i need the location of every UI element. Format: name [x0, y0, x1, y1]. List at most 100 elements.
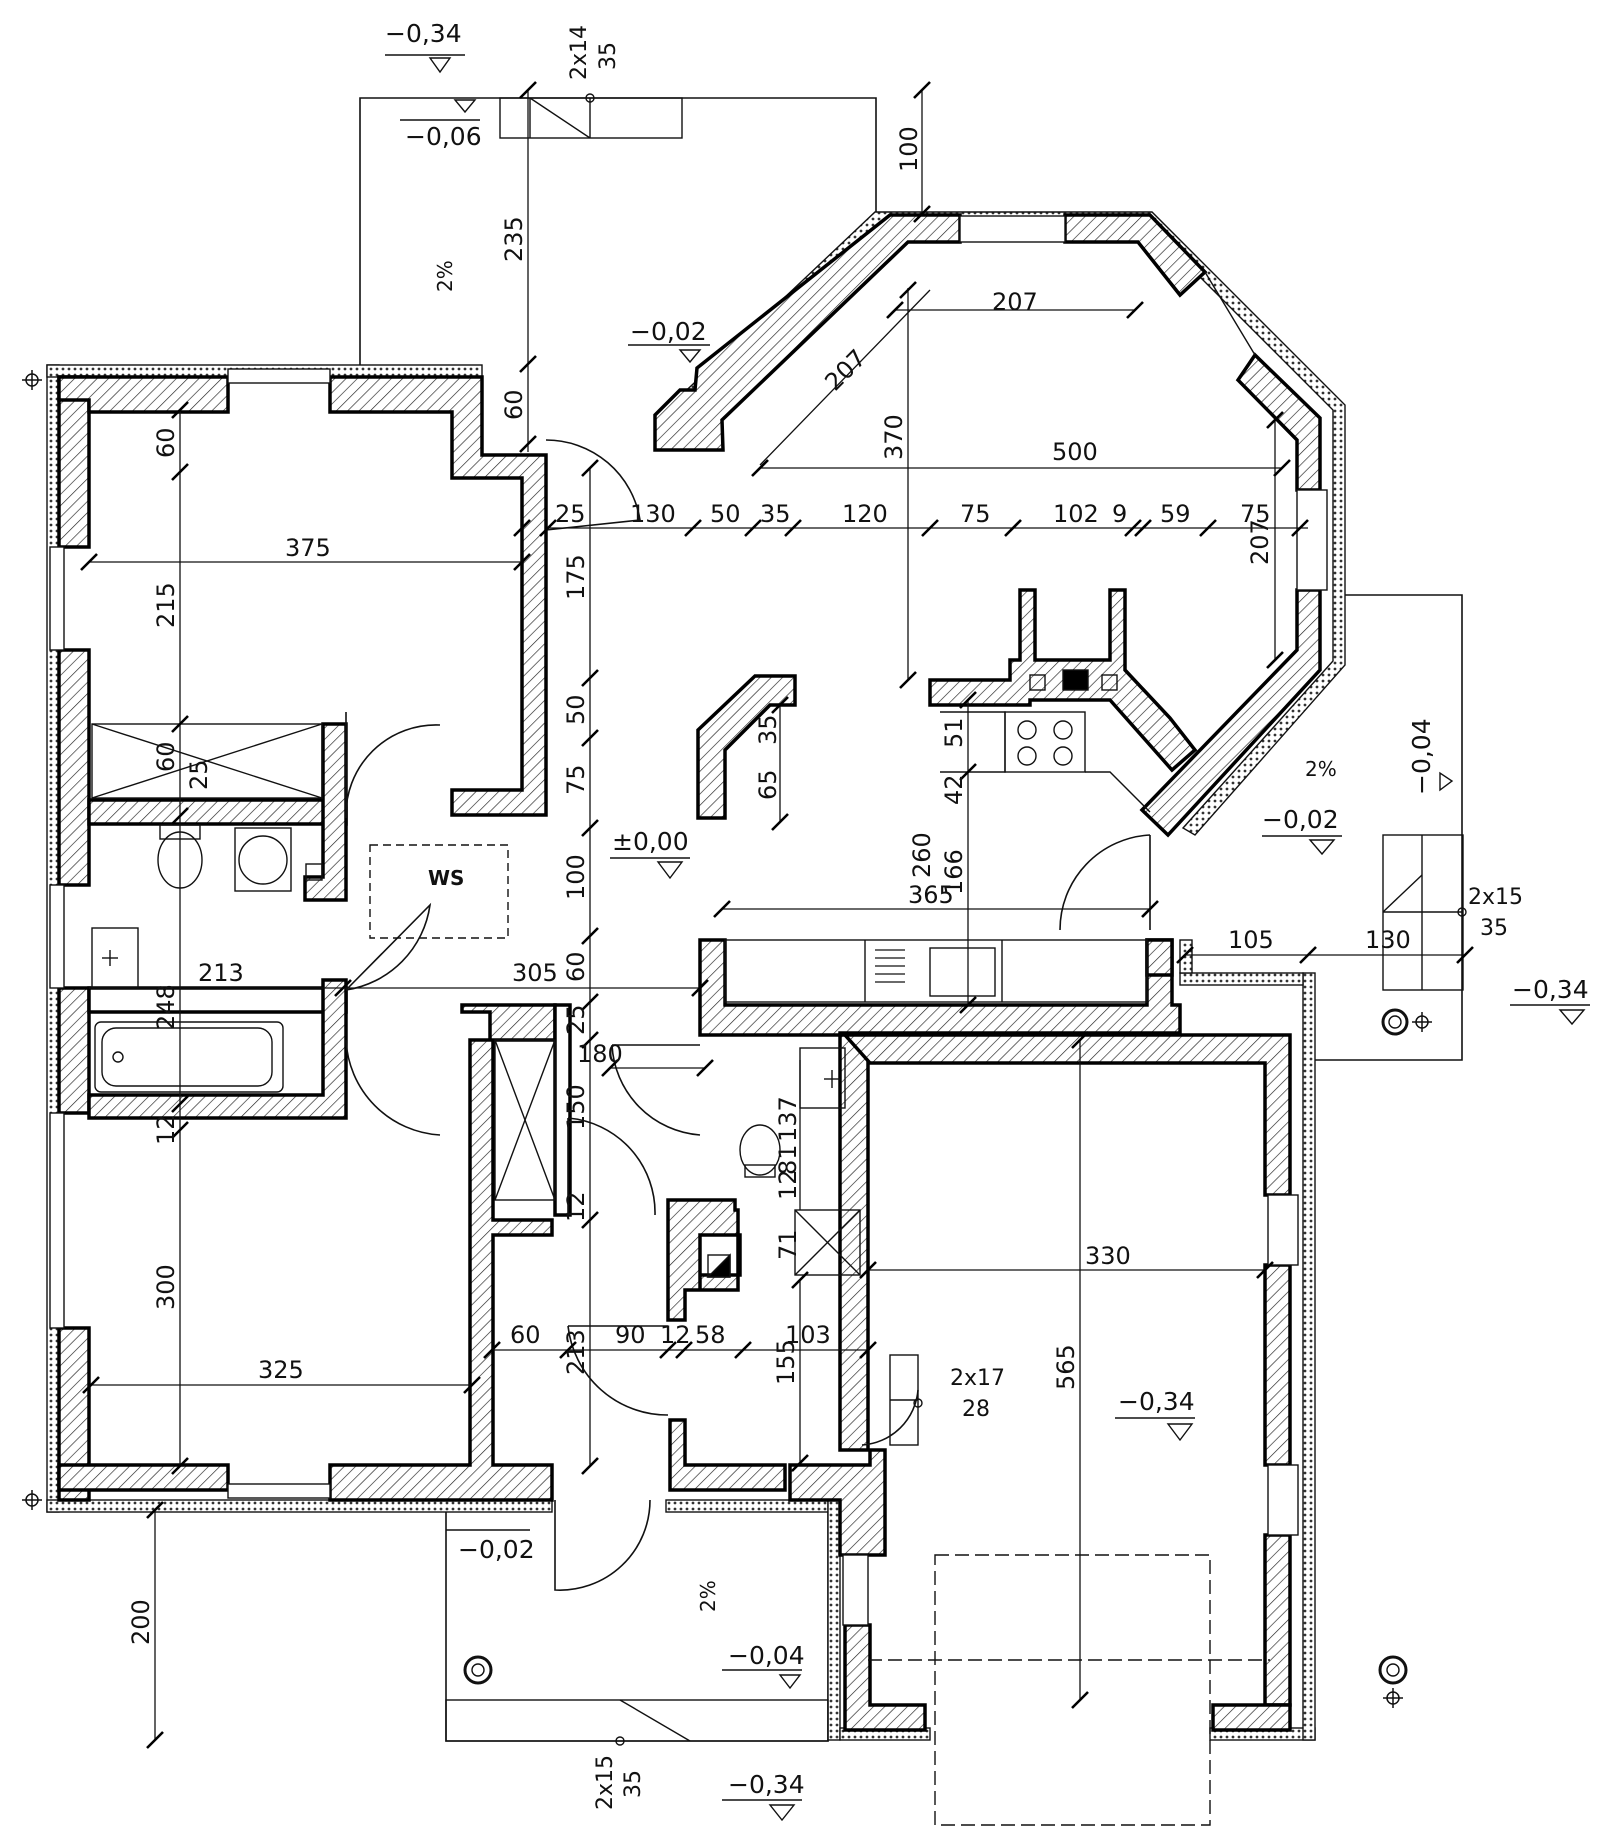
dimension-dimensions-row-2: 50 [710, 500, 741, 528]
level-top-terrace: −0,06 [405, 122, 482, 151]
level-bay-terrace: −0,02 [1262, 805, 1339, 834]
stair-top-tread: 35 [596, 42, 621, 70]
dimension-dimensions-kitchen_260: 260 [908, 832, 936, 878]
sink [929, 947, 996, 997]
stair-bottom [445, 1699, 829, 1742]
level-bottom-terrace-lower: −0,04 [728, 1641, 805, 1670]
dimension-dimensions-bed1_depth: 215 [152, 582, 180, 628]
stair-right-count: 2x15 [1468, 885, 1523, 910]
dimension-dimensions-wardrobe_inner: 25 [185, 759, 213, 790]
dimension-dimensions-row-0: 25 [555, 500, 586, 528]
dimension-dimensions-hall_60: 60 [562, 951, 590, 982]
dimension-dimensions-bay_207_right: 207 [1246, 519, 1274, 565]
hob [1004, 711, 1086, 773]
slope-top: 2% [433, 260, 457, 292]
level-bay-outside: −0,02 [630, 317, 707, 346]
level-living: ±0,00 [612, 827, 689, 856]
dimension-dimensions-row-6: 102 [1053, 500, 1099, 528]
dimension-dimensions-bay_500: 500 [1052, 438, 1098, 466]
dimension-lines [89, 90, 1465, 1740]
dimension-dimensions-bed2_300: 300 [152, 1264, 180, 1310]
level-garage: −0,34 [1118, 1387, 1195, 1416]
dimension-dimensions-hall_75: 75 [562, 764, 590, 795]
car-outline [934, 1554, 1211, 1826]
level-right-terrace-upper: −0,04 [1407, 718, 1436, 795]
dimension-dimensions-row-5: 75 [960, 500, 991, 528]
dimension-dimensions-kitchen_51: 51 [940, 717, 968, 748]
level-top-outside: −0,34 [385, 19, 462, 48]
dimension-dimensions-bay_207_top: 207 [992, 288, 1038, 316]
dimension-dimensions-top_terrace_depth: 235 [500, 216, 528, 262]
dimension-dimensions-hall_50: 50 [562, 694, 590, 725]
slope-labels: 2% 2% 2% [433, 260, 1337, 1612]
stair-top [499, 97, 683, 139]
dimension-dimensions-bed1_width: 375 [285, 534, 331, 562]
level-labels: −0,34 −0,06 −0,02 ±0,00 −0,02 −0,34 −0,3… [385, 19, 1589, 1799]
dimension-dimensions-kitchen_166: 166 [940, 849, 968, 895]
fixtures [91, 93, 1467, 1826]
axis-markers [22, 370, 1432, 1708]
dimension-dimensions-wardrobe_depth: 60 [152, 741, 180, 772]
dimension-dimensions-hall_100: 100 [562, 854, 590, 900]
dimension-dimensions-lower_row-3: 58 [695, 1321, 726, 1349]
dimension-dimensions-lower_row-2: 12 [660, 1321, 691, 1349]
slope-bottom: 2% [696, 1580, 720, 1612]
kitchen-counter [724, 939, 1148, 1003]
dimension-dimensions-garage_330: 330 [1085, 1242, 1131, 1270]
level-triangles [385, 54, 1590, 1822]
dimension-dimensions-bottom_200: 200 [127, 1599, 155, 1645]
dimension-dimensions-terrace_offset: 60 [500, 389, 528, 420]
wardrobe [91, 723, 323, 799]
dimension-dimensions-lower_row-0: 60 [510, 1321, 541, 1349]
dimension-dimensions-bay_370: 370 [880, 414, 908, 460]
dimension-dimensions-lower_row-4: 103 [785, 1321, 831, 1349]
stair-garage-count: 2x17 [950, 1366, 1005, 1391]
dimension-dimensions-hall_25: 25 [562, 1004, 590, 1035]
slope-right: 2% [1305, 757, 1337, 781]
shower [794, 1209, 861, 1276]
dimension-dimensions-hall_305: 305 [512, 959, 558, 987]
dimension-dimensions-bay_207_diag: 207 [819, 344, 871, 396]
dimension-dimensions-row-1: 130 [630, 500, 676, 528]
dimension-ticks [80, 81, 1474, 1749]
door-swings [345, 439, 1151, 1591]
bathtub [94, 1021, 284, 1093]
level-bottom-terrace: −0,02 [458, 1535, 535, 1564]
dimension-dimensions-wc_71: 71 [774, 1229, 802, 1260]
stair-right-tread: 35 [1480, 916, 1508, 941]
dimension-dimensions-column_35: 35 [754, 714, 782, 745]
dimension-dimensions-row-8: 59 [1160, 500, 1191, 528]
closet [494, 1039, 556, 1201]
stair-garage-tread: 28 [962, 1397, 990, 1422]
wall-masses [57, 213, 1322, 1732]
dimension-dimensions-bay_offset: 100 [895, 126, 923, 172]
stair-bottom-count: 2x15 [593, 1755, 618, 1810]
dimension-dimensions-bath_12: 12 [152, 1114, 180, 1145]
dimension-dimensions-column_65: 65 [754, 769, 782, 800]
dimension-dimensions-wc_137: 137 [774, 1096, 802, 1142]
dimension-dimensions-hall_213b: 213 [562, 1329, 590, 1375]
dimension-dimensions-wc_12: 12 [774, 1169, 802, 1200]
dimension-dimensions-bed2_325: 325 [258, 1356, 304, 1384]
dimension-dimensions-hall_150: 150 [562, 1084, 590, 1130]
dimension-dimensions-garage_565: 565 [1052, 1344, 1080, 1390]
stair-top-count: 2x14 [567, 25, 592, 80]
dimension-dimensions-lower_row-1: 90 [615, 1321, 646, 1349]
level-bottom-outside: −0,34 [728, 1770, 805, 1799]
dimension-dimensions-row-4: 120 [842, 500, 888, 528]
dimension-dimensions-hall_12: 12 [562, 1191, 590, 1222]
dimension-dimensions-bath_213: 213 [198, 959, 244, 987]
dimension-dimensions-closet_180: 180 [577, 1040, 623, 1068]
dimension-dimensions-row-3: 35 [760, 500, 791, 528]
ws-box [369, 844, 509, 939]
dimension-dimensions-kitchen_42: 42 [940, 774, 968, 805]
dimension-dimensions-right_130: 130 [1365, 926, 1411, 954]
dimension-dimensions-hall_175: 175 [562, 554, 590, 600]
washing-machine [234, 827, 292, 892]
dimension-dimensions-row-7: 9 [1112, 500, 1127, 528]
dimension-dimensions-bath_248: 248 [152, 984, 180, 1030]
dimension-dimensions-wc_81: 81 [774, 1144, 802, 1175]
windows [49, 215, 1328, 1626]
dimension-values: 235 60 100 207 207 207 370 500 25 130 50… [127, 126, 1411, 1645]
